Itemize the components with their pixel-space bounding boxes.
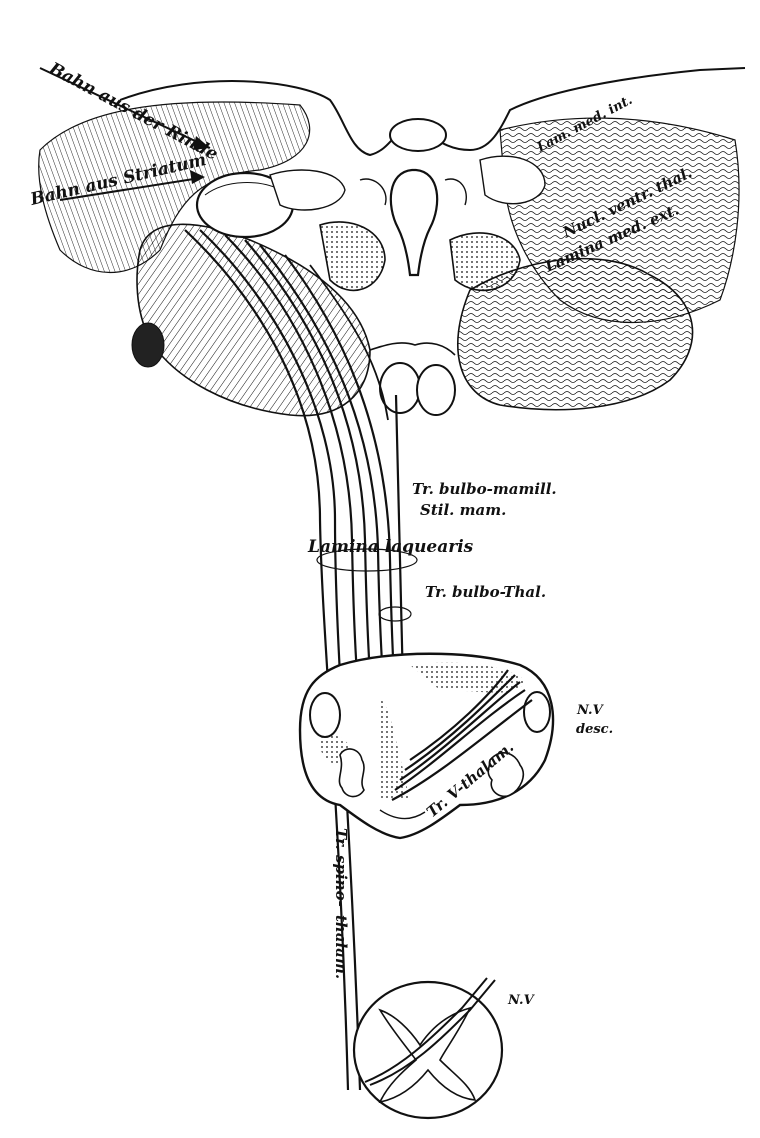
label-tr-spino-2: thalam.	[332, 915, 350, 979]
label-stil-mam: Stil. mam.	[420, 501, 506, 519]
label-tr-bulbo-thal: Tr. bulbo-Thal.	[425, 583, 546, 601]
label-tr-bulbo-mamill: Tr. bulbo-mamill.	[412, 480, 557, 498]
label-tr-spino-1: Tr. spino-	[332, 828, 350, 907]
spinal-cord-section	[352, 977, 504, 1120]
arrow-bahn-striatum	[59, 170, 205, 201]
arrow-bahn-rinde	[39, 67, 211, 150]
lamina-laquearis-ring	[316, 548, 418, 572]
diencephalon-section	[38, 67, 746, 417]
label-lamina-laquearis: Lamina laquearis	[307, 537, 474, 557]
label-nv-spinal: N.V	[507, 993, 536, 1008]
medulla-section	[298, 652, 555, 840]
label-nv-desc-1: N.V	[576, 703, 605, 718]
bulbo-thal-ring	[378, 606, 412, 622]
label-nv-desc-2: desc.	[576, 722, 613, 737]
